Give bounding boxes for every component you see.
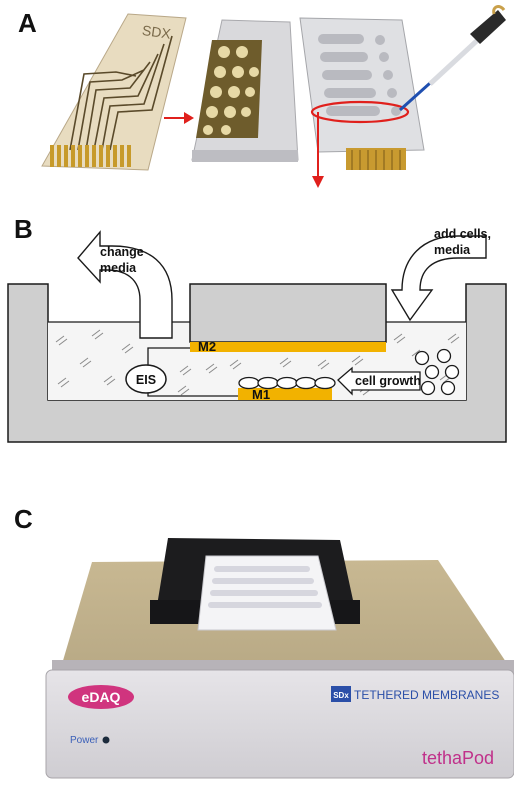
- label-change-media-2: media: [100, 261, 137, 275]
- change-media-arrow: [77, 230, 173, 339]
- panel-label-a: A: [18, 8, 37, 38]
- device-front: [45, 669, 514, 779]
- chip-holder: [191, 19, 299, 162]
- label-m2: M2: [198, 339, 216, 354]
- power-led: [102, 736, 110, 744]
- electrode-m2: [190, 342, 386, 352]
- sdx-badge: [331, 686, 351, 702]
- edaq-logo: [68, 685, 134, 709]
- inserted-cartridge-slots: [208, 566, 322, 608]
- device-top: [62, 560, 506, 664]
- label-cell-growth: cell growth: [355, 374, 421, 388]
- assembly-arrow: [164, 112, 194, 124]
- label-m1: M1: [252, 387, 270, 402]
- product-name: tethaPod: [422, 748, 494, 768]
- top-block: [189, 283, 387, 343]
- cartridge-slots: [318, 34, 401, 116]
- power-label: Power: [70, 735, 99, 746]
- label-eis: EIS: [136, 373, 156, 387]
- panel-label-b: B: [14, 214, 33, 244]
- product-line: TETHERED MEMBRANES: [354, 688, 499, 702]
- label-change-media-1: change: [100, 245, 144, 259]
- label-add-cells-2: media: [434, 243, 471, 257]
- panel-b-diagram: M2 M1 EIS cell growth change media add c…: [7, 227, 507, 443]
- panel-label-c: C: [14, 504, 33, 534]
- eis-meter: [125, 364, 167, 394]
- down-arrow: [312, 112, 324, 188]
- label-add-cells-1: add cells,: [434, 227, 491, 241]
- electrode-m1: [238, 388, 332, 400]
- slide-logo: SDX: [141, 22, 172, 42]
- chip-wells: [203, 46, 259, 135]
- electrode-contacts: [50, 145, 131, 167]
- highlight-ellipse: [310, 100, 410, 124]
- inserted-cartridge: [197, 555, 337, 631]
- sdx-badge-text: SDx: [333, 691, 349, 700]
- pipette: [398, 5, 506, 112]
- cell-growth-arrow: [337, 366, 421, 396]
- electrode-slide: SDX: [41, 13, 187, 171]
- cartridge-dock: [156, 538, 356, 614]
- panel-a-illustration: SDX: [41, 5, 506, 188]
- cells-on-m1: [238, 376, 336, 390]
- free-cells: [414, 348, 460, 396]
- add-cells-arrow: [390, 235, 487, 322]
- brand-text: eDAQ: [82, 689, 121, 705]
